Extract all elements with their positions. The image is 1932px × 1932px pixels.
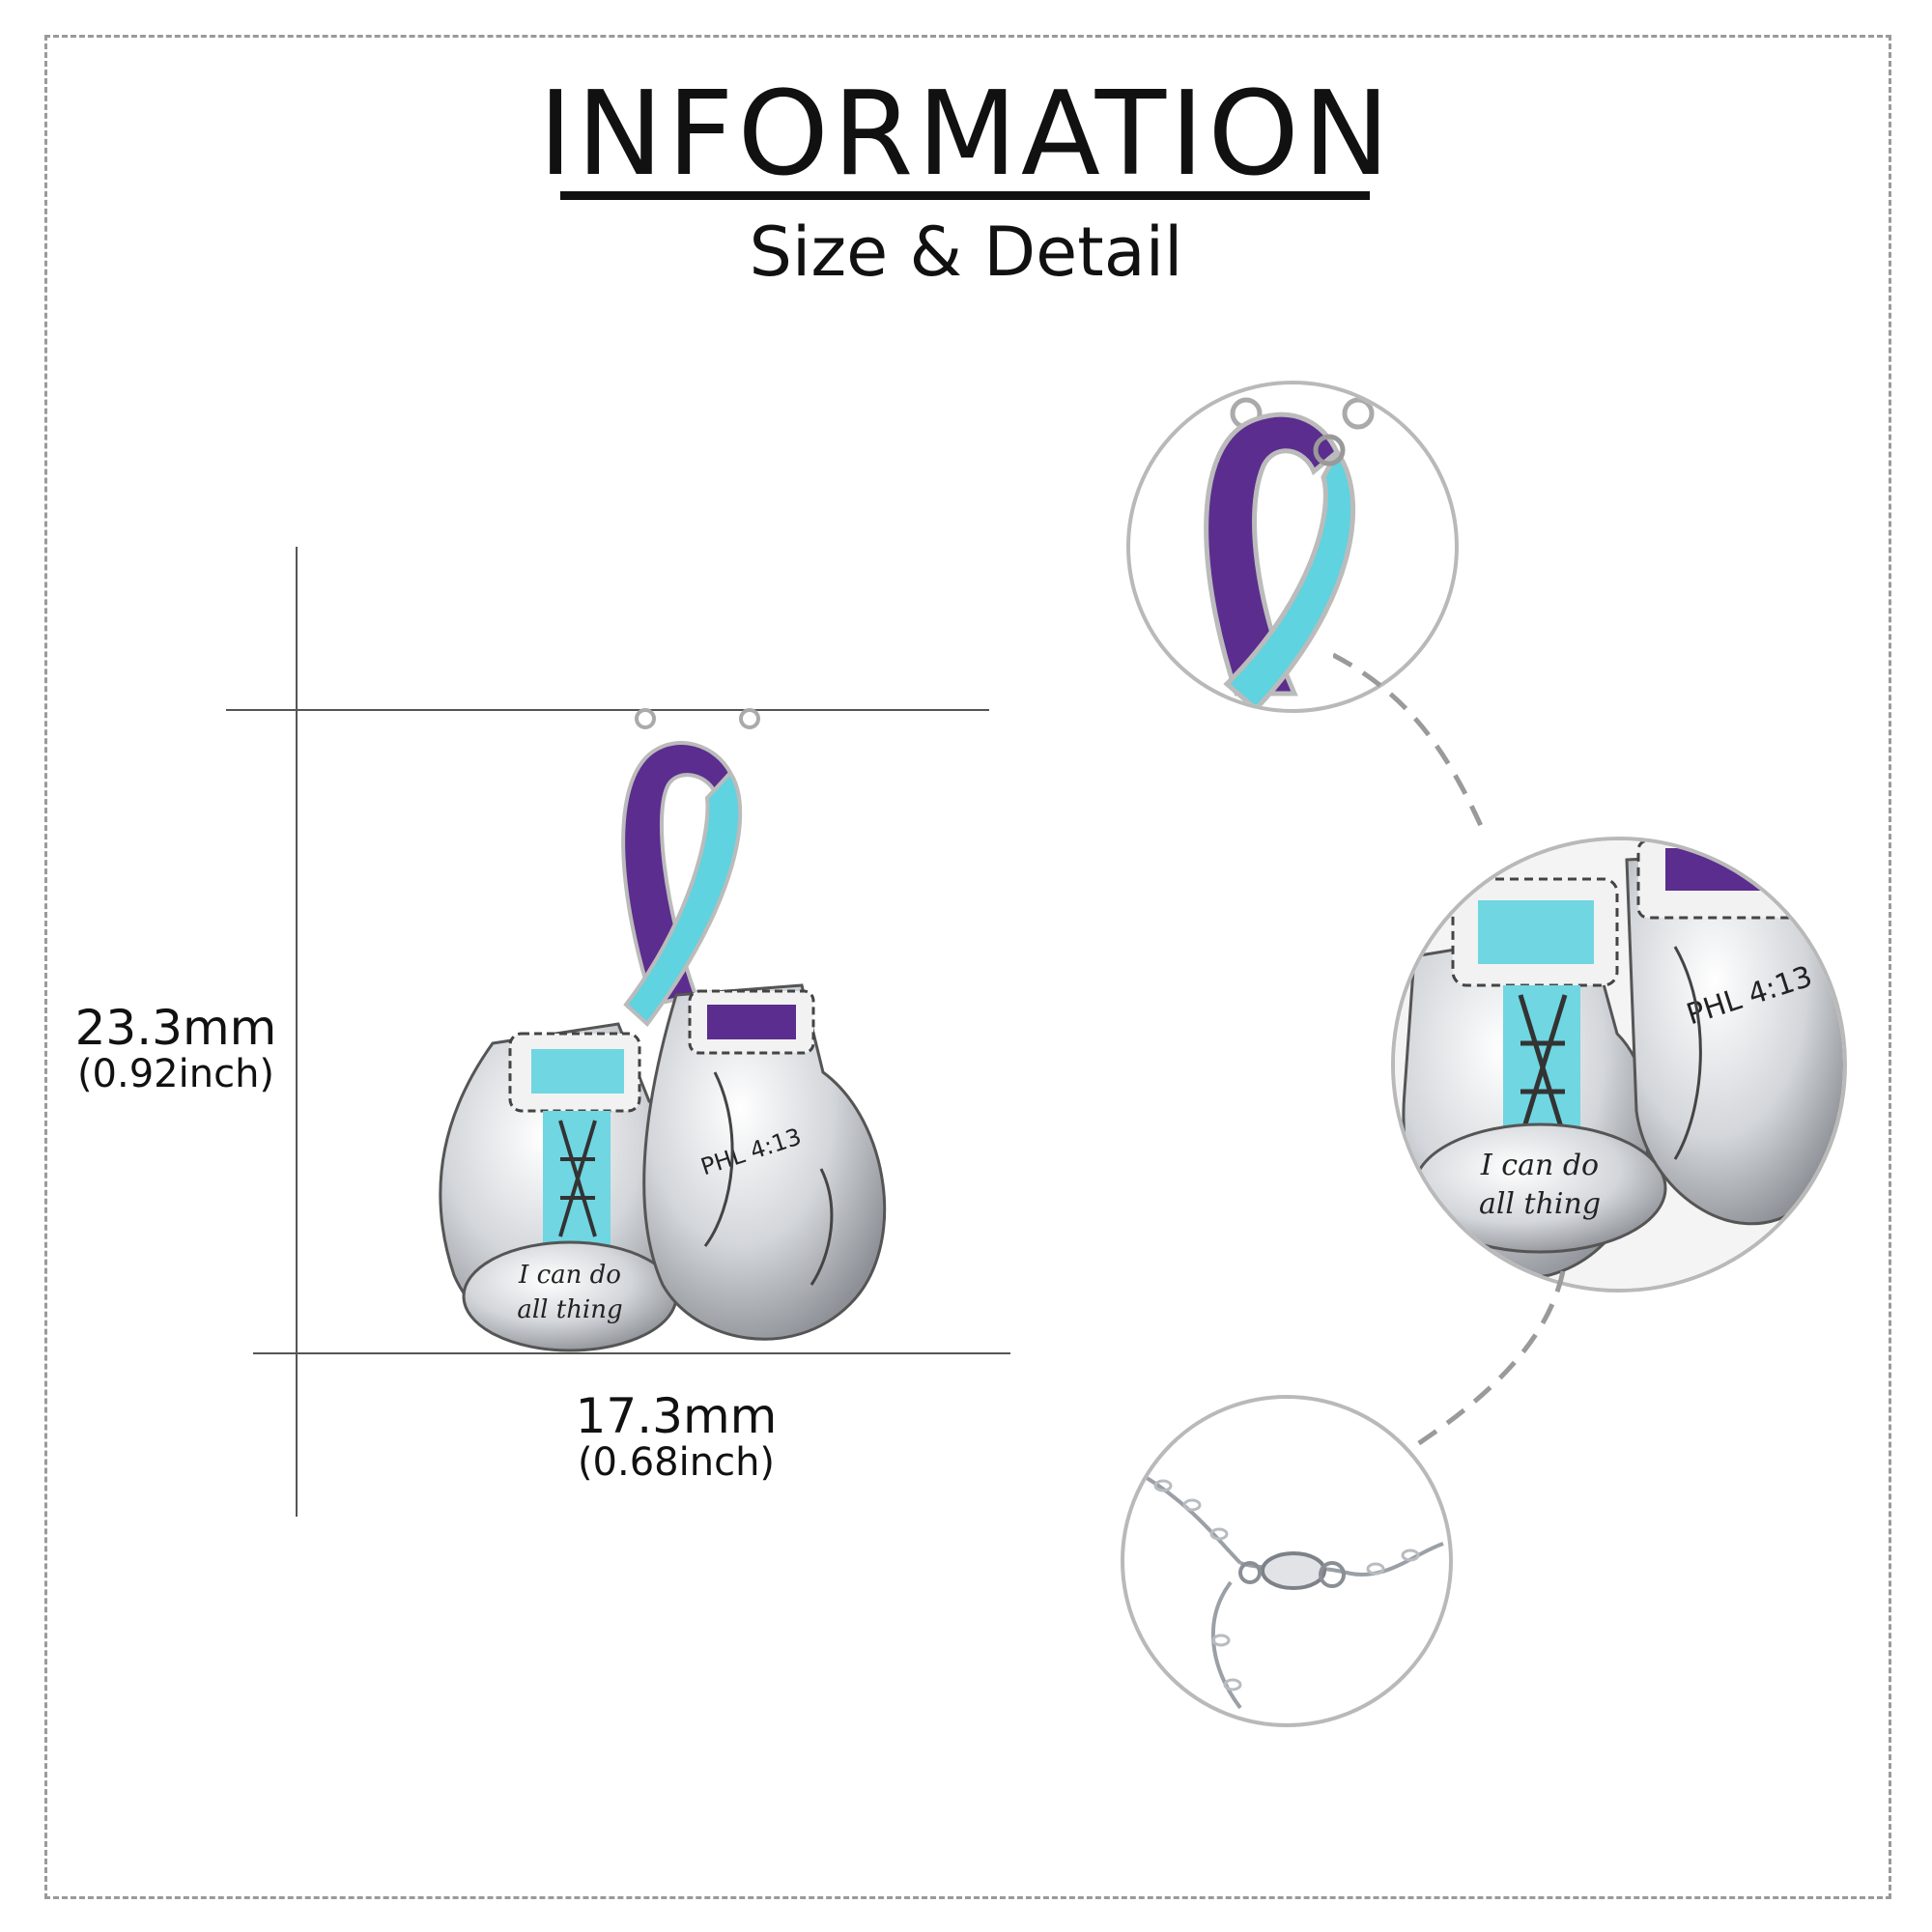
boxing-gloves-pendant-icon: I can do all thing PHL 4:13	[439, 708, 887, 1352]
ribbon-detail-icon	[1204, 397, 1375, 709]
height-metric: 23.3mm	[74, 1000, 277, 1056]
width-imperial: (0.68inch)	[577, 1439, 776, 1485]
title-underline	[560, 191, 1370, 200]
top-dimension-line	[226, 709, 989, 711]
detail-circle-chain	[1121, 1395, 1453, 1727]
detail-engraving-line-2: all thing	[1479, 1187, 1601, 1221]
height-dimension-label: 23.3mm (0.92inch)	[62, 1003, 290, 1094]
page-title: INFORMATION	[538, 68, 1394, 202]
page-frame	[44, 35, 1891, 1899]
product-image: I can do all thing PHL 4:13	[425, 705, 927, 1362]
engraving-line-2: all thing	[517, 1295, 622, 1324]
bottom-dimension-line	[253, 1352, 1010, 1354]
detail-engraving-line-1: I can do	[1480, 1149, 1599, 1182]
dashed-connector-lines	[1333, 652, 1566, 1452]
engraving-line-1: I can do	[518, 1261, 621, 1290]
vertical-dimension-line	[296, 547, 298, 1517]
width-metric: 17.3mm	[575, 1388, 778, 1444]
chain-clasp-detail-icon	[1142, 1474, 1444, 1710]
detail-circle-ribbon	[1126, 381, 1459, 713]
detail-circle-gloves: I can do all thing PHL 4:13	[1391, 837, 1847, 1293]
height-imperial: (0.92inch)	[76, 1051, 275, 1096]
page-subtitle: Size & Detail	[749, 213, 1183, 292]
width-dimension-label: 17.3mm (0.68inch)	[541, 1391, 811, 1483]
